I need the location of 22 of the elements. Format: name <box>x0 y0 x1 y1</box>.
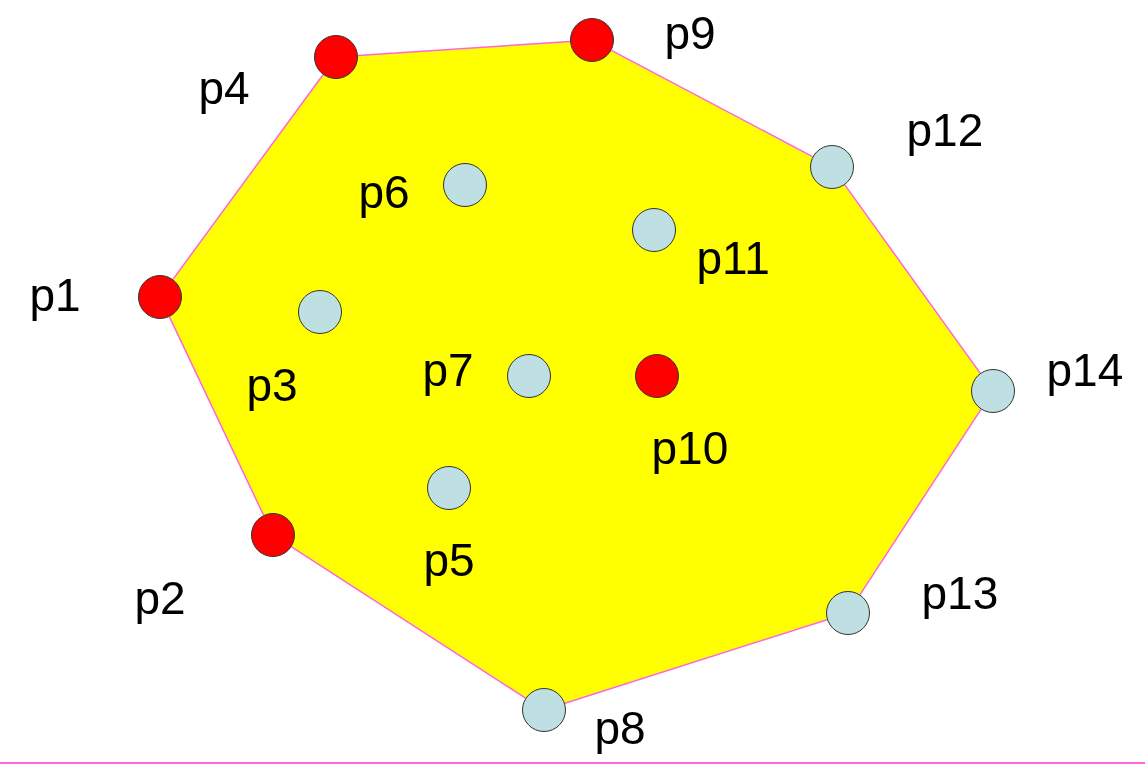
point-label: p10 <box>651 423 729 473</box>
point-label: p12 <box>906 105 984 155</box>
hull-edge <box>564 618 828 705</box>
point-label: p13 <box>921 568 999 618</box>
hull-edge <box>610 49 814 158</box>
point-label: p4 <box>198 63 250 113</box>
point-label: p6 <box>358 167 410 217</box>
hull-edge <box>844 184 981 374</box>
hull-edge <box>357 40 571 57</box>
point-label: p11 <box>696 233 770 283</box>
point-label: p7 <box>422 345 474 395</box>
point-label: p9 <box>664 8 716 58</box>
point-label: p3 <box>246 360 298 410</box>
hull-edge <box>290 546 527 699</box>
point-label: p14 <box>1046 345 1124 395</box>
point-label: p2 <box>134 573 186 623</box>
point-label: p1 <box>29 270 81 320</box>
hull-edge <box>168 316 265 516</box>
hull-edge <box>172 74 324 280</box>
point-label: p8 <box>594 703 646 753</box>
hull-edge <box>859 408 982 596</box>
point-label: p5 <box>423 535 475 585</box>
